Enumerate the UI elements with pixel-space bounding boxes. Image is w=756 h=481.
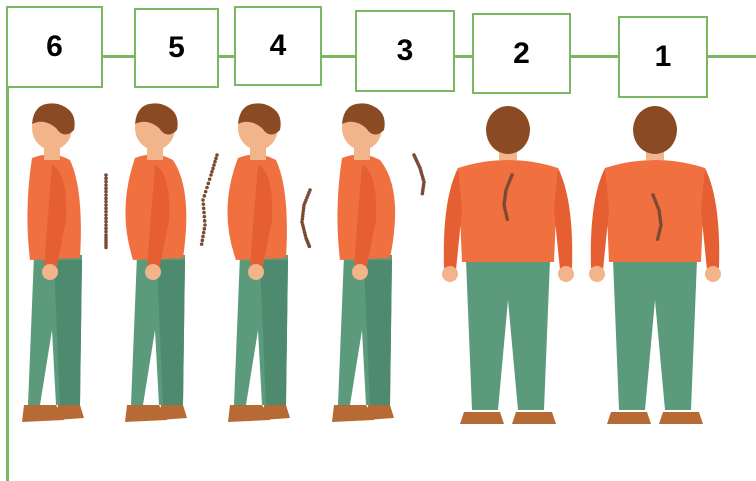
spine-dot: [202, 231, 206, 235]
spine-dot: [104, 193, 108, 197]
shoe: [512, 412, 556, 424]
spine-dot: [421, 192, 425, 196]
torso: [458, 160, 558, 262]
arm-left: [591, 168, 609, 270]
spine-dot: [656, 237, 660, 241]
spine-dot: [215, 153, 219, 157]
spine-dot: [202, 202, 206, 206]
arm-left: [444, 168, 462, 270]
spine-dot: [104, 190, 108, 194]
spine-dot: [201, 198, 205, 202]
figure-1: [589, 106, 721, 424]
spine-dot: [203, 215, 207, 219]
figure-6: [22, 103, 108, 422]
figure-4: [227, 103, 311, 422]
spine-dot: [200, 242, 204, 246]
spine-dot: [104, 210, 108, 214]
spine-dot: [205, 186, 209, 190]
hand: [352, 264, 368, 280]
spine-dot: [202, 207, 206, 211]
arm-right: [701, 168, 719, 270]
arm-right: [554, 168, 572, 270]
hand: [42, 264, 58, 280]
figure-3: [332, 103, 426, 422]
spine-dot: [104, 177, 108, 181]
shoe: [607, 412, 651, 424]
figure-2: [442, 106, 574, 424]
spine-dot: [211, 167, 215, 171]
spine-dot: [104, 220, 108, 224]
spine-dot: [104, 180, 108, 184]
spine-dot: [104, 183, 108, 187]
spine-dot: [207, 182, 211, 186]
spine-dot: [203, 219, 207, 223]
spine-dot: [203, 194, 207, 198]
spine-dot: [104, 200, 108, 204]
spine-dot: [213, 160, 217, 164]
head-back: [633, 106, 677, 154]
spine-dot: [208, 177, 212, 181]
spine-dot: [104, 197, 108, 201]
spine-dot: [203, 227, 207, 231]
hand: [248, 264, 264, 280]
legs: [613, 260, 697, 410]
spine-dot: [104, 227, 108, 231]
figure-5: [125, 103, 219, 422]
shoe: [366, 405, 394, 420]
spine-dot: [104, 213, 108, 217]
legs: [466, 260, 550, 410]
spine-dot: [104, 203, 108, 207]
hand: [558, 266, 574, 282]
shoe: [659, 412, 703, 424]
shoe: [56, 405, 84, 420]
spine-dot: [201, 239, 205, 243]
spine-dot: [104, 246, 108, 250]
spine-dot: [104, 173, 108, 177]
spine-dot: [104, 207, 108, 211]
spine-dot: [212, 163, 216, 167]
spine-dot: [203, 223, 207, 227]
head-back: [486, 106, 530, 154]
spine-dot: [104, 230, 108, 234]
spine-dot: [308, 245, 312, 249]
spine-dot: [104, 223, 108, 227]
spine-dot: [214, 157, 218, 161]
hand: [145, 264, 161, 280]
spine-dot: [202, 211, 206, 215]
hand: [589, 266, 605, 282]
shoe: [159, 405, 187, 420]
spine-dot: [104, 187, 108, 191]
spine-dot: [204, 190, 208, 194]
spine-dot: [506, 217, 510, 221]
shoe: [460, 412, 504, 424]
spine-dot: [201, 235, 205, 239]
hand: [442, 266, 458, 282]
torso: [605, 160, 705, 262]
spine-dot: [210, 170, 214, 174]
spine-dot: [209, 173, 213, 177]
spine-dot: [104, 217, 108, 221]
shoe: [262, 405, 290, 420]
hand: [705, 266, 721, 282]
